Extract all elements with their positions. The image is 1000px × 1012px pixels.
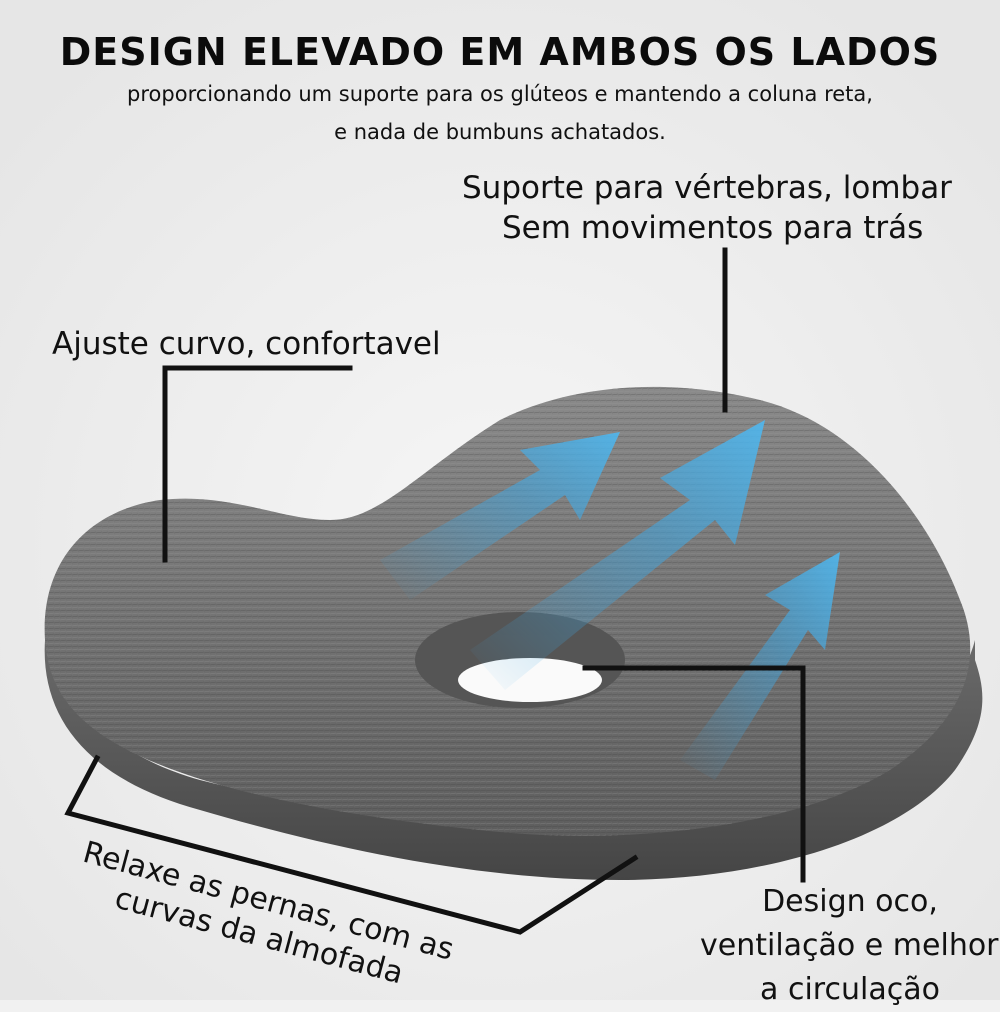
subtitle-line-1: proporcionando um suporte para os glúteo… (127, 82, 873, 106)
leader-oco (582, 665, 806, 883)
callout-curvo: Ajuste curvo, confortavel (52, 326, 441, 362)
callout-vertebras-line-2: Sem movimentos para trás (502, 210, 924, 246)
page-title: DESIGN ELEVADO EM AMBOS OS LADOS (59, 30, 941, 74)
callout-oco: Design oco, ventilação e melhora a circu… (700, 880, 1000, 1012)
subtitle-line-2: e nada de bumbuns achatados. (334, 120, 666, 144)
leader-relax (64, 754, 639, 935)
callout-oco-line-3: a circulação (760, 972, 940, 1007)
callout-oco-line-2: ventilação e melhora (700, 928, 1000, 963)
arrow-left-icon (380, 432, 620, 600)
leader-curvo (162, 365, 353, 563)
callout-vertebras-line-1: Suporte para vértebras, lombar (462, 170, 952, 206)
arrow-center-icon (470, 420, 765, 690)
callout-oco-line-1: Design oco, (762, 884, 938, 919)
